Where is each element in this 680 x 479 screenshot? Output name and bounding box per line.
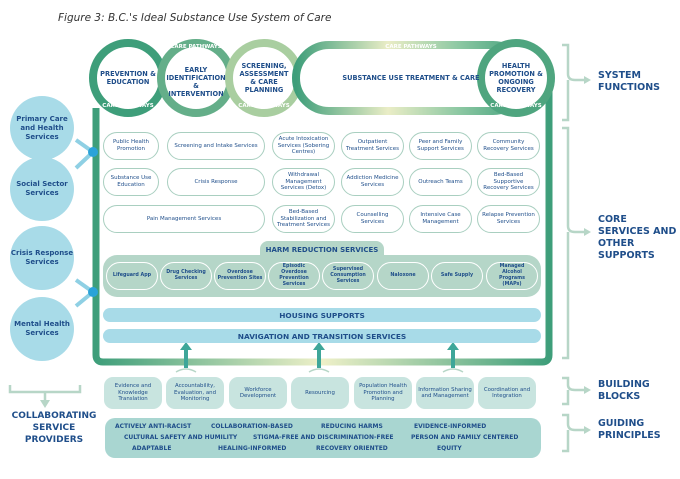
provider-social-sector: Social Sector Services [10, 157, 74, 221]
block-information-sharing: Information Sharing and Management [416, 377, 474, 409]
care-pathways-label-3: CARE PATHWAYS [238, 103, 289, 109]
harm-episodic-overdose-prevention: Episodic Overdose Prevention Services [268, 262, 320, 290]
arrow-shaft [184, 348, 188, 368]
harm-safe-supply: Safe Supply [431, 262, 483, 290]
label-core-services: CORE SERVICES AND OTHER SUPPORTS [598, 214, 677, 261]
provider-primary-care: Primary Care and Health Services [10, 96, 74, 160]
care-pathways-label-2: CARE PATHWAYS [170, 44, 221, 50]
harm-supervised-consumption: Supervised Consumption Services [322, 262, 374, 290]
service-outreach-teams: Outreach Teams [409, 168, 472, 196]
collab-bracket [8, 385, 82, 402]
arrow-head [180, 342, 192, 350]
care-pathways-label-4: CARE PATHWAYS [385, 44, 436, 50]
harm-drug-checking: Drug Checking Services [160, 262, 212, 290]
service-addiction-medicine: Addiction Medicine Services [341, 168, 404, 196]
care-pathways-label-5: CARE PATHWAYS [490, 103, 541, 109]
service-screening-intake: Screening and Intake Services [167, 132, 265, 160]
service-relapse-prevention: Relapse Prevention Services [477, 205, 540, 233]
principle: ACTIVELY ANTI-RACIST [115, 423, 192, 430]
function-health-promotion: HEALTH PROMOTION & ONGOING RECOVERY [489, 62, 543, 94]
function-screening-assessment: SCREENING, ASSESSMENT & CARE PLANNING [239, 62, 289, 94]
harm-managed-alcohol: Managed Alcohol Programs (MAPs) [486, 262, 538, 290]
principle: REDUCING HARMS [321, 423, 383, 430]
service-substance-use-education: Substance Use Education [103, 168, 159, 196]
frame-outline [92, 90, 553, 366]
housing-supports-bar: HOUSING SUPPORTS [103, 308, 541, 322]
arrow-head [447, 342, 459, 350]
label-guiding-principles: GUIDING PRINCIPLES [598, 418, 661, 441]
connector-node [88, 287, 98, 297]
harm-reduction-title: HARM REDUCTION SERVICES [260, 241, 384, 259]
block-coordination: Coordination and Integration [478, 377, 536, 409]
arrow-shaft [317, 348, 321, 368]
provider-crisis-response: Crisis Response Services [10, 226, 74, 290]
principle: RECOVERY ORIENTED [316, 445, 388, 452]
function-prevention-education: PREVENTION & EDUCATION [100, 70, 156, 86]
figure-title: Figure 3: B.C.'s Ideal Substance Use Sys… [58, 12, 332, 24]
care-pathways-label-1: CARE PATHWAYS [102, 103, 153, 109]
service-counselling: Counselling Services [341, 205, 404, 233]
service-bed-based-stabilization: Bed-Based Stabilization and Treatment Se… [272, 205, 335, 233]
up-arrows [180, 342, 459, 368]
principle: ADAPTABLE [132, 445, 172, 452]
ring-health-promotion [477, 39, 555, 117]
principle: HEALING-INFORMED [218, 445, 287, 452]
service-peer-family-support: Peer and Family Support Services [409, 132, 472, 160]
principle: EQUITY [437, 445, 462, 452]
harm-naloxone: Naloxone [377, 262, 429, 290]
block-resourcing: Resourcing [291, 377, 349, 409]
principle: PERSON AND FAMILY CENTERED [411, 434, 519, 441]
block-workforce: Workforce Development [229, 377, 287, 409]
service-outpatient-treatment: Outpatient Treatment Services [341, 132, 404, 160]
service-crisis-response: Crisis Response [167, 168, 265, 196]
service-public-health-promotion: Public Health Promotion [103, 132, 159, 160]
collaborating-providers-label: COLLABORATING SERVICE PROVIDERS [11, 411, 97, 445]
provider-connectors [74, 138, 95, 308]
service-acute-intoxication: Acute Intoxication Services (Sobering Ce… [272, 132, 335, 160]
label-system-functions: SYSTEM FUNCTIONS [598, 70, 661, 93]
arrow-shaft [451, 348, 455, 368]
service-bed-based-supportive-recovery: Bed-Based Supportive Recovery Services [477, 168, 540, 196]
function-early-identification: EARLY IDENTIFICATION & INTERVENTION [166, 66, 226, 98]
harm-lifeguard-app: Lifeguard App [106, 262, 158, 290]
principle: COLLABORATION-BASED [211, 423, 293, 430]
service-withdrawal-management: Withdrawal Management Services (Detox) [272, 168, 335, 196]
block-accountability: Accountability, Evaluation, and Monitori… [166, 377, 224, 409]
arrow-head [313, 342, 325, 350]
block-population-health: Population Health Promotion and Planning [354, 377, 412, 409]
principle: EVIDENCE-INFORMED [414, 423, 487, 430]
navigation-services-bar: NAVIGATION AND TRANSITION SERVICES [103, 329, 541, 343]
harm-overdose-prevention-sites: Overdose Prevention Sites [214, 262, 266, 290]
service-pain-management: Pain Management Services [103, 205, 265, 233]
function-treatment-care: SUBSTANCE USE TREATMENT & CARE [342, 74, 480, 82]
principle: STIGMA-FREE AND DISCRIMINATION-FREE [253, 434, 394, 441]
right-brackets [562, 43, 585, 453]
service-intensive-case-management: Intensive Case Management [409, 205, 472, 233]
block-evidence-knowledge: Evidence and Knowledge Translation [104, 377, 162, 409]
connector-node [88, 147, 98, 157]
provider-mental-health: Mental Health Services [10, 297, 74, 361]
principle: CULTURAL SAFETY AND HUMILITY [124, 434, 238, 441]
guiding-principles-panel [105, 418, 541, 458]
service-community-recovery: Community Recovery Services [477, 132, 540, 160]
label-building-blocks: BUILDING BLOCKS [598, 379, 650, 402]
